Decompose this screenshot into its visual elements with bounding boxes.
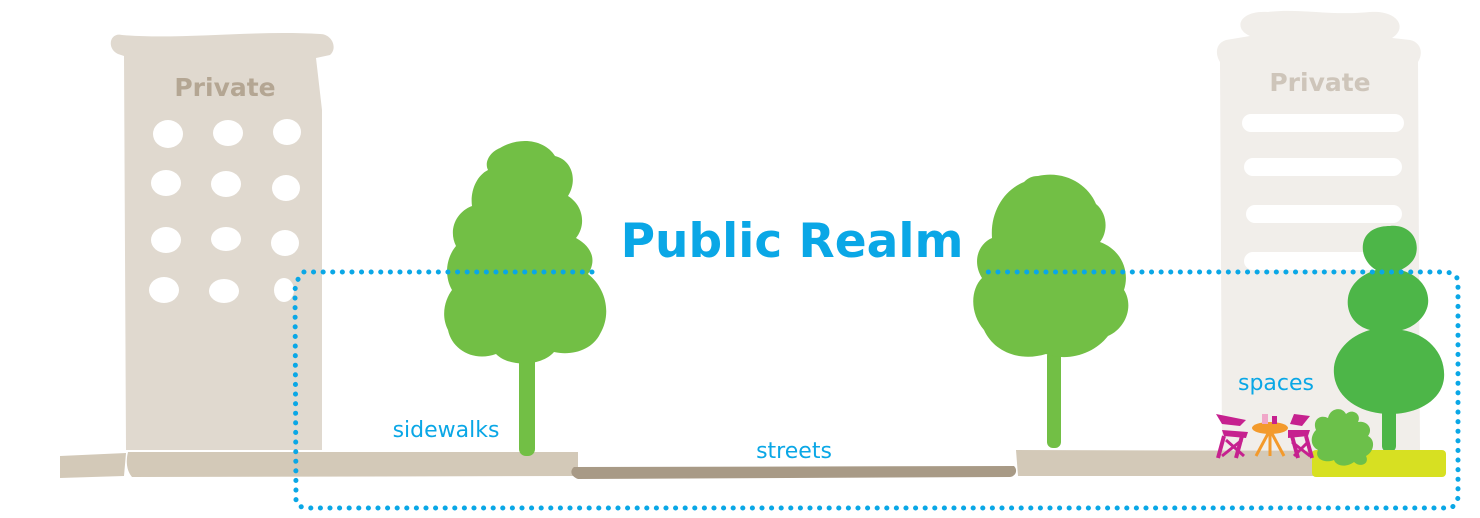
window-stripe — [1244, 158, 1402, 176]
diagram-title: Public Realm — [621, 214, 964, 269]
window-stripe — [1244, 252, 1402, 270]
window — [272, 175, 300, 201]
tree-left — [444, 141, 607, 456]
window-stripe — [1246, 205, 1402, 223]
window — [153, 120, 183, 148]
label-sidewalks: sidewalks — [393, 418, 500, 443]
cafe-table-chairs-icon — [1216, 414, 1314, 459]
left-sidewalk — [126, 452, 579, 477]
window — [274, 278, 294, 302]
window — [271, 230, 299, 256]
tree-right — [973, 174, 1129, 448]
window — [151, 227, 181, 253]
topiary-tree — [1333, 225, 1445, 452]
street-line — [571, 466, 1017, 479]
window — [209, 279, 239, 303]
label-streets: streets — [756, 439, 832, 464]
window — [273, 119, 301, 145]
window — [211, 171, 241, 197]
window — [151, 170, 181, 196]
window — [213, 120, 243, 146]
public-realm-boundary — [292, 269, 1461, 511]
right-building-label: Private — [1269, 68, 1370, 97]
window-stripe — [1242, 114, 1404, 132]
ground — [60, 450, 1392, 479]
shrub — [1311, 409, 1374, 466]
left-building: Private — [110, 33, 334, 450]
window — [211, 227, 241, 251]
window — [149, 277, 179, 303]
label-spaces: spaces — [1238, 371, 1314, 396]
left-building-label: Private — [174, 73, 275, 102]
